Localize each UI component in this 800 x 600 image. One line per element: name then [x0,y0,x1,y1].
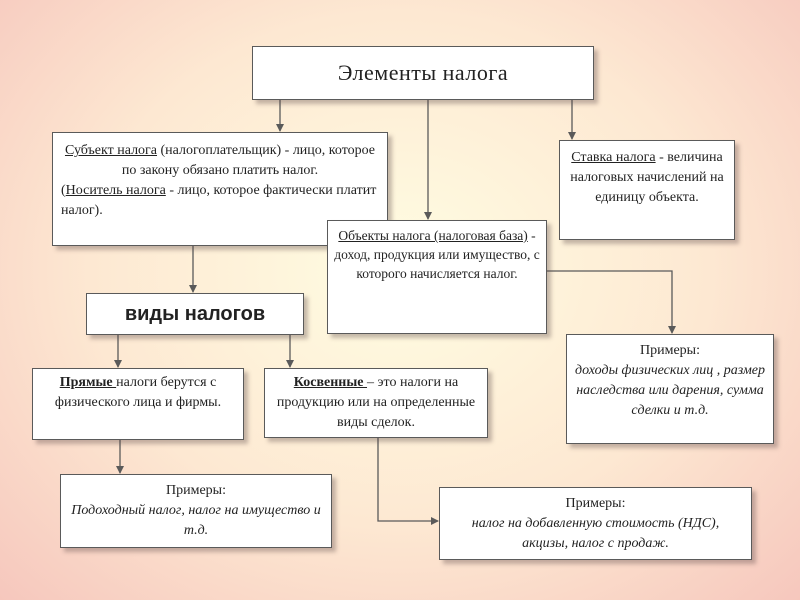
direct-text: налоги берутся с физического лица и фирм… [54,375,222,410]
subject-term: Субъект налога [64,143,158,158]
direct-examples-box: Примеры: Подоходный налог, налог на имущ… [60,474,332,548]
direct-term: Прямые [59,375,117,390]
indirect-examples-label: Примеры: [565,496,626,511]
carrier-text: - лицо, которое фактически платит налог)… [61,183,377,218]
direct-examples-label: Примеры: [166,483,226,498]
arrow-objects-to-income-examples [547,270,676,334]
arrow-indirect-to-examples [377,438,439,525]
diagram-title: Элементы налога [337,60,509,85]
objects-term: Объекты налога (налоговая база) [338,228,528,243]
rate-box: Ставка налога - величина налоговых начис… [559,140,735,240]
direct-taxes-box: Прямые налоги берутся с физического лица… [32,368,244,440]
title-box: Элементы налога [252,46,594,100]
direct-examples-text: Подоходный налог, налог на имущество и т… [71,503,321,538]
objects-box: Объекты налога (налоговая база) - доход,… [327,220,547,334]
tax-types-heading: виды налогов [124,303,266,325]
rate-text: - величина налоговых начислений на едини… [570,150,724,205]
tax-types-box: виды налогов [86,293,304,335]
carrier-term: Носитель налога [65,183,166,198]
income-examples-label: Примеры: [640,343,700,358]
objects-text: - доход, продукция или имущество, с кото… [334,228,540,281]
indirect-examples-box: Примеры: налог на добавленную стоимость … [439,487,752,560]
carrier-open-paren: ( [61,183,66,198]
indirect-term: Косвенные [293,375,368,390]
carrier-definition: (Носитель налога - лицо, которое фактиче… [61,181,379,221]
income-examples-box: Примеры: доходы физических лиц , размер … [566,334,774,444]
indirect-examples-text: налог на добавленную стоимость (НДС), ак… [471,516,720,551]
indirect-taxes-box: Косвенные – это налоги на продукцию или … [264,368,488,438]
indirect-text: – это налоги на продукцию или на определ… [276,375,476,430]
rate-term: Ставка налога [571,150,656,165]
subject-text: (налогоплательщик) - лицо, которое по за… [121,143,376,178]
subject-definition: Субъект налога (налогоплательщик) - лицо… [61,141,379,181]
income-examples-text: доходы физических лиц , размер наследств… [575,363,765,418]
